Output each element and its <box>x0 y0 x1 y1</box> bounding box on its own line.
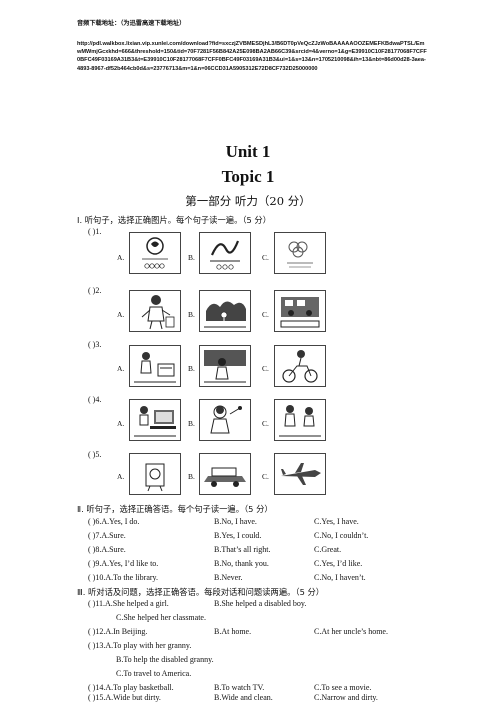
section-3-title: Ⅲ. 听对话及问题，选择正确答语。每段对话和问题读两遍。（5 分） <box>77 587 325 597</box>
download-title: 音频下载地址：（为迅雷高速下载地址） <box>77 20 186 27</box>
q13-option-c: C.To travel to America. <box>116 669 192 678</box>
q1-picture-c <box>274 232 326 274</box>
q5-option-b: B. <box>188 472 195 481</box>
q5-option-a: A. <box>117 472 125 481</box>
q3-picture-c <box>274 345 326 387</box>
q2-picture-a <box>129 290 181 332</box>
q4-option-a: A. <box>117 419 125 428</box>
q7-option-b: B.Yes, I could. <box>214 531 262 540</box>
q4-option-b: B. <box>188 419 195 428</box>
q14-option-b: B.To watch TV. <box>214 683 265 692</box>
q5-picture-b <box>199 453 251 495</box>
q3-option-a: A. <box>117 364 125 373</box>
q3-picture-b <box>199 345 251 387</box>
download-url[interactable]: http://pdl.walkbox.lixian.vip.xunlei.com… <box>77 41 427 72</box>
q14-option-a: ( )14.A.To play basketball. <box>88 683 174 692</box>
q10-option-c: C.No, I haven’t. <box>314 573 366 582</box>
q11-option-a: ( )11.A.She helped a girl. <box>88 599 169 608</box>
q2-picture-b <box>199 290 251 332</box>
q2-option-b: B. <box>188 310 195 319</box>
question-3-number: ( )3. <box>88 340 102 349</box>
q1-option-a: A. <box>117 253 125 262</box>
unit-title: Unit 1 <box>225 142 271 161</box>
q1-option-c: C. <box>262 253 269 262</box>
q9-option-b: B.No, thank you. <box>214 559 269 568</box>
q1-picture-b <box>199 232 251 274</box>
q9-option-a: ( )9.A.Yes, I’d like to. <box>88 559 159 568</box>
q11-option-b: B.She helped a disabled boy. <box>214 599 307 608</box>
q5-picture-a <box>129 453 181 495</box>
q13-option-a: ( )13.A.To play with her granny. <box>88 641 192 650</box>
q15-option-a: ( )15.A.Wide but dirty. <box>88 693 161 702</box>
q14-option-c: C.To see a movie. <box>314 683 372 692</box>
q7-option-a: ( )7.A.Sure. <box>88 531 126 540</box>
q12-option-b: B.At home. <box>214 627 252 636</box>
part-title: 第一部分 听力（20 分） <box>185 194 311 208</box>
question-2-number: ( )2. <box>88 286 102 295</box>
q1-picture-a <box>129 232 181 274</box>
q8-option-c: C.Great. <box>314 545 342 554</box>
q1-option-b: B. <box>188 253 195 262</box>
q7-option-c: C.No, I couldn’t. <box>314 531 369 540</box>
question-4-number: ( )4. <box>88 395 102 404</box>
q4-picture-a <box>129 399 181 441</box>
q6-option-c: C.Yes, I have. <box>314 517 359 526</box>
question-5-number: ( )5. <box>88 450 102 459</box>
topic-title: Topic 1 <box>221 167 275 186</box>
q4-option-c: C. <box>262 419 269 428</box>
q15-option-c: C.Narrow and dirty. <box>314 693 378 702</box>
q3-option-b: B. <box>188 364 195 373</box>
q6-option-b: B.No, I have. <box>214 517 257 526</box>
section-1-title: Ⅰ. 听句子，选择正确图片。每个句子读一遍。（5 分） <box>77 215 272 225</box>
q12-option-a: ( )12.A.In Beijing. <box>88 627 148 636</box>
question-1-number: ( )1. <box>88 227 102 236</box>
q4-picture-c <box>274 399 326 441</box>
q5-picture-c <box>274 453 326 495</box>
q10-option-b: B.Never. <box>214 573 243 582</box>
q11-option-c: C.She helped her classmate. <box>116 613 206 622</box>
q15-option-b: B.Wide and clean. <box>214 693 273 702</box>
q8-option-b: B.That’s all right. <box>214 545 271 554</box>
q8-option-a: ( )8.A.Sure. <box>88 545 126 554</box>
q13-option-b: B.To help the disabled granny. <box>116 655 214 664</box>
q2-option-c: C. <box>262 310 269 319</box>
q3-picture-a <box>129 345 181 387</box>
q5-option-c: C. <box>262 472 269 481</box>
q2-picture-c <box>274 290 326 332</box>
q4-picture-b <box>199 399 251 441</box>
q10-option-a: ( )10.A.To the library. <box>88 573 159 582</box>
q6-option-a: ( )6.A.Yes, I do. <box>88 517 140 526</box>
q9-option-c: C.Yes, I’d like. <box>314 559 363 568</box>
q12-option-c: C.At her uncle’s home. <box>314 627 388 636</box>
q2-option-a: A. <box>117 310 125 319</box>
section-2-title: Ⅱ. 听句子，选择正确答语。每个句子读一遍。（5 分） <box>77 504 273 514</box>
q3-option-c: C. <box>262 364 269 373</box>
